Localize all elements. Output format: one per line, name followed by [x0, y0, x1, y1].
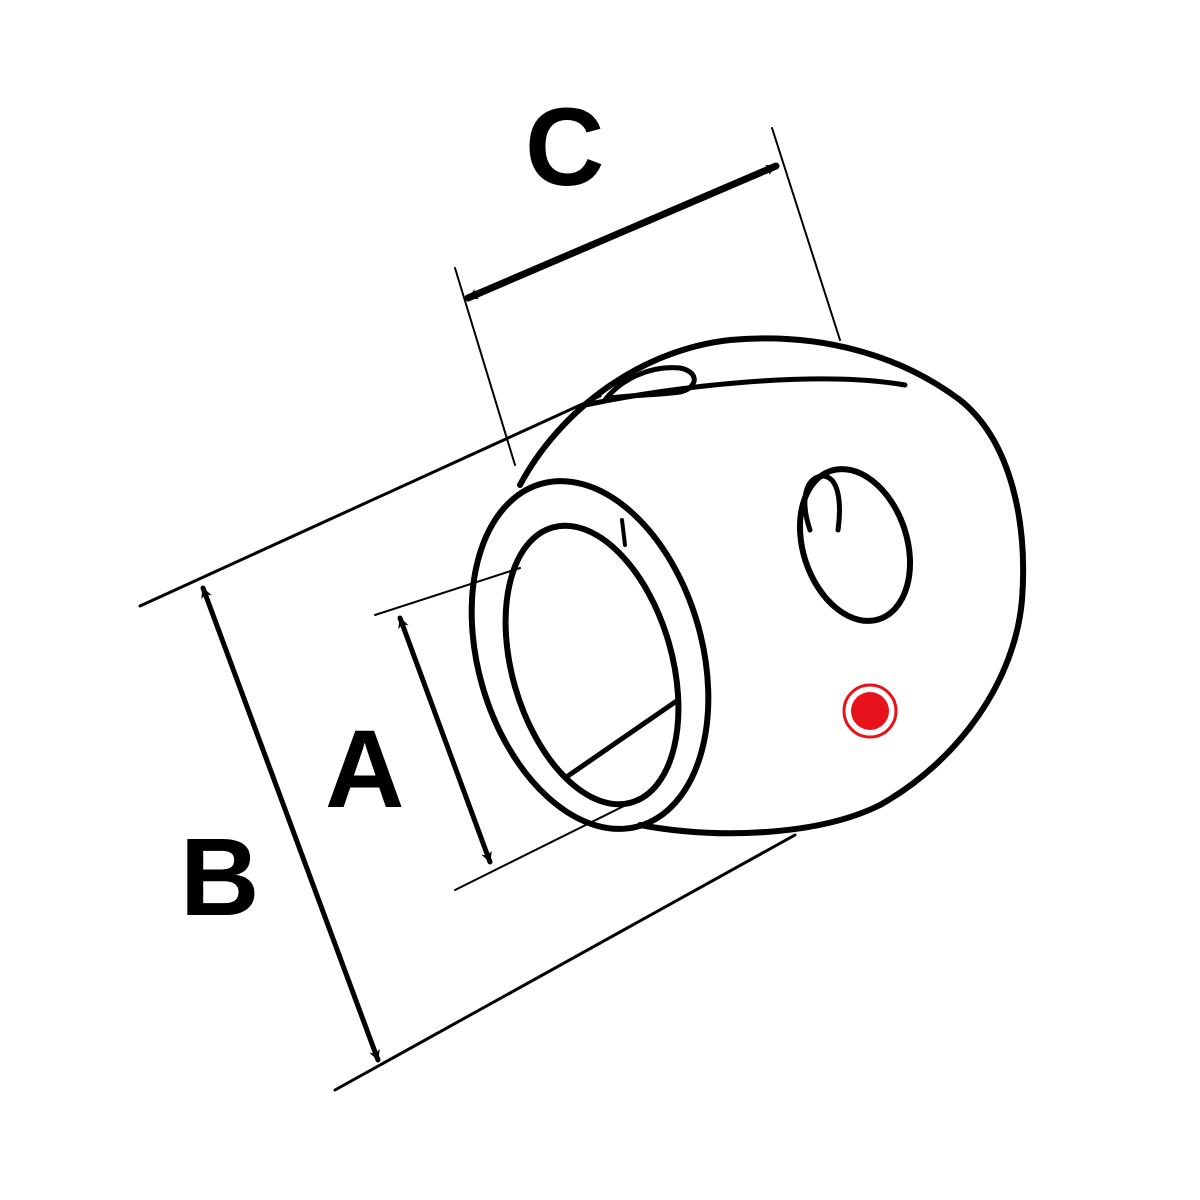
c-extension-left: [454, 267, 516, 466]
c-dimension-arrow: [464, 162, 780, 302]
b-dimension-arrow: [200, 585, 381, 1063]
split-line-lower: [562, 697, 681, 781]
side-hole-slot: [802, 473, 842, 533]
red-marker-dot: [842, 683, 898, 739]
a-dimension-arrow: [397, 615, 493, 865]
side-hole: [796, 466, 914, 624]
label-b: B: [180, 816, 259, 939]
b-extension-top: [138, 394, 602, 608]
label-c: C: [525, 86, 604, 209]
front-face-inner: [502, 522, 682, 808]
a-extension-top: [374, 567, 521, 616]
top-slot: [602, 365, 697, 403]
split-line-upper: [620, 518, 627, 547]
top-band-line: [582, 376, 908, 408]
c-extension-right: [771, 127, 841, 341]
b-extension-bottom: [333, 833, 797, 1092]
label-a: A: [325, 708, 404, 831]
anode-body: [517, 335, 1027, 837]
a-extension-bottom: [454, 797, 641, 891]
front-face-outer: [468, 478, 712, 832]
